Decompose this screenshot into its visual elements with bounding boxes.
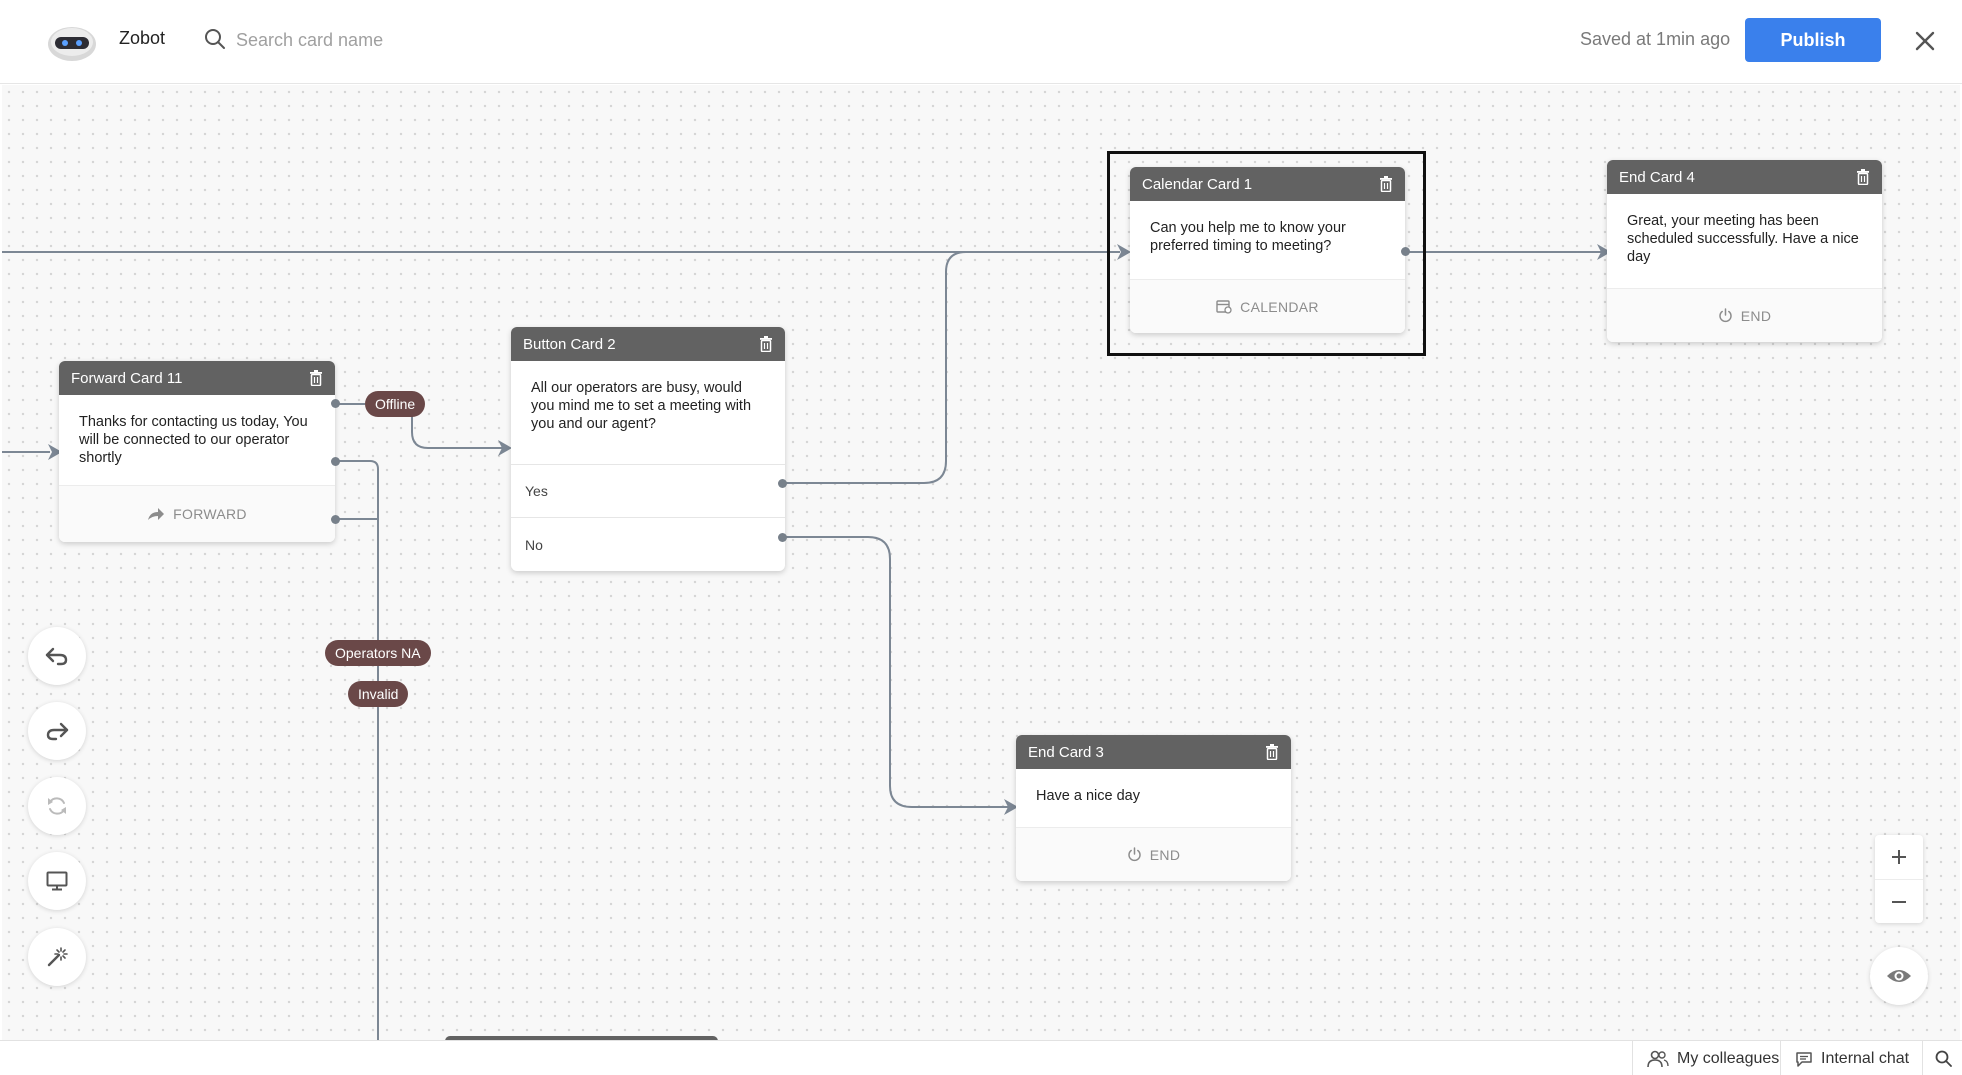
invalid-tag: Invalid: [348, 681, 409, 707]
search-input[interactable]: [236, 22, 656, 58]
refresh-button[interactable]: [28, 777, 86, 835]
bot-name: Zobot: [119, 28, 166, 48]
internal-chat-button[interactable]: Internal chat: [1780, 1041, 1923, 1075]
zoom-divider: [1875, 879, 1923, 880]
card-message: Can you help me to know your preferred t…: [1150, 220, 1346, 254]
plus-icon: [1892, 850, 1906, 864]
trash-icon[interactable]: [1265, 744, 1279, 760]
redo-button[interactable]: [28, 702, 86, 760]
card-header[interactable]: Button Card 2: [511, 327, 785, 361]
trash-icon[interactable]: [309, 370, 323, 386]
card-header[interactable]: End Card 4: [1607, 160, 1882, 194]
card-type-footer: END: [1607, 288, 1882, 342]
connector-port[interactable]: [778, 533, 787, 542]
close-icon[interactable]: [1912, 28, 1938, 54]
monitor-icon: [46, 871, 68, 891]
calendar-icon: [1216, 300, 1232, 314]
card-message: Have a nice day: [1036, 788, 1140, 804]
preview-button[interactable]: [1870, 947, 1928, 1005]
end-card-3[interactable]: End Card 3 Have a nice day END: [1016, 735, 1291, 881]
card-message: Great, your meeting has been scheduled s…: [1627, 213, 1859, 265]
zoom-controls: [1875, 835, 1923, 923]
card-title: Forward Card 11: [71, 369, 183, 387]
chat-icon: [1796, 1051, 1812, 1067]
top-bar: Zobot Saved at 1min ago Publish: [0, 0, 1962, 84]
connector-port[interactable]: [331, 457, 340, 466]
button-option-no[interactable]: No: [511, 517, 785, 571]
end-card-4[interactable]: End Card 4 Great, your meeting has been …: [1607, 160, 1882, 342]
status-search-button[interactable]: [1922, 1041, 1962, 1075]
card-title: End Card 3: [1028, 743, 1104, 761]
power-icon: [1128, 847, 1141, 862]
zoom-out-button[interactable]: [1875, 880, 1923, 924]
selected-card-outline: [1107, 151, 1426, 356]
saved-status: Saved at 1min ago: [1580, 29, 1731, 49]
card-message: All our operators are busy, would you mi…: [531, 380, 752, 432]
colleagues-icon: [1647, 1050, 1669, 1067]
forward-card-11[interactable]: Forward Card 11 Thanks for contacting us…: [59, 361, 335, 542]
trash-icon[interactable]: [1379, 176, 1393, 192]
magic-wand-button[interactable]: [28, 928, 86, 986]
connector-port[interactable]: [331, 515, 340, 524]
card-header[interactable]: Calendar Card 1: [1130, 167, 1405, 201]
minus-icon: [1892, 901, 1906, 903]
publish-button[interactable]: Publish: [1745, 18, 1881, 62]
card-type-footer: FORWARD: [59, 485, 335, 542]
card-type-label: END: [1149, 846, 1181, 863]
internal-chat-label: Internal chat: [1821, 1049, 1910, 1067]
my-colleagues-label: My colleagues: [1677, 1049, 1780, 1067]
operators-na-tag: Operators NA: [325, 640, 431, 666]
status-bar: My colleagues Internal chat: [0, 1040, 1962, 1075]
preview-screen-button[interactable]: [28, 852, 86, 910]
bot-avatar-icon: [48, 27, 96, 61]
card-title: Calendar Card 1: [1142, 175, 1253, 193]
offline-tag: Offline: [365, 391, 426, 417]
my-colleagues-button[interactable]: My colleagues: [1632, 1041, 1793, 1075]
trash-icon[interactable]: [1856, 169, 1870, 185]
trash-icon[interactable]: [759, 336, 773, 352]
connector-port[interactable]: [778, 479, 787, 488]
button-option-yes[interactable]: Yes: [511, 464, 785, 517]
button-card-2[interactable]: Button Card 2 All our operators are busy…: [511, 327, 785, 571]
search-icon: [205, 29, 225, 49]
card-message: Thanks for contacting us today, You will…: [79, 414, 308, 466]
undo-icon: [45, 647, 68, 666]
connector-port[interactable]: [331, 399, 340, 408]
card-header[interactable]: Forward Card 11: [59, 361, 335, 395]
card-type-footer: CALENDAR: [1130, 279, 1405, 333]
refresh-icon: [48, 797, 66, 815]
magic-wand-icon: [47, 947, 68, 967]
forward-arrow-icon: [148, 508, 165, 520]
connector-port[interactable]: [1401, 247, 1410, 256]
zoom-in-button[interactable]: [1875, 835, 1923, 879]
calendar-card-1[interactable]: Calendar Card 1 Can you help me to know …: [1130, 167, 1405, 333]
search-icon: [1935, 1050, 1952, 1067]
eye-icon: [1887, 970, 1911, 982]
card-type-footer: END: [1016, 827, 1291, 881]
card-title: Button Card 2: [523, 335, 616, 353]
card-type-label: FORWARD: [173, 506, 247, 522]
card-type-label: END: [1740, 307, 1772, 324]
card-type-label: CALENDAR: [1240, 298, 1319, 315]
card-header[interactable]: End Card 3: [1016, 735, 1291, 769]
redo-icon: [46, 722, 69, 741]
power-icon: [1719, 308, 1732, 323]
undo-button[interactable]: [28, 627, 86, 685]
card-title: End Card 4: [1619, 168, 1695, 186]
